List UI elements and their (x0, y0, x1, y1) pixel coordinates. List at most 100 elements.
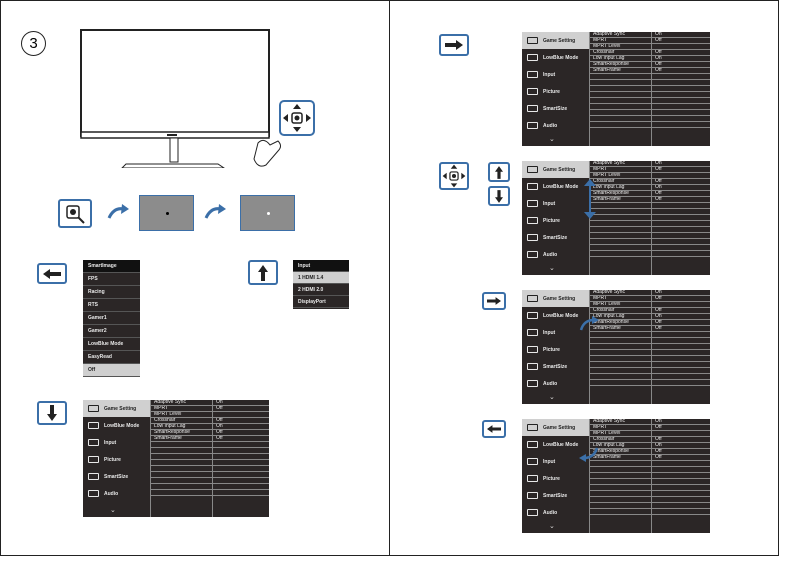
osd-menu-item[interactable]: Game Setting (83, 400, 150, 417)
osd-option[interactable]: MPRT Level (590, 173, 651, 179)
osd-option[interactable] (590, 203, 651, 209)
osd-option[interactable] (590, 509, 651, 515)
osd-option[interactable]: SmartResponse (590, 449, 651, 455)
osd-option[interactable]: SmartFrame (590, 197, 651, 203)
osd-option[interactable] (590, 74, 651, 80)
osd-option[interactable]: Adaptive Sync (590, 290, 651, 296)
menu-item-selected[interactable]: 1 HDMI 1.4 (293, 272, 349, 284)
osd-option[interactable]: MPRT Level (590, 431, 651, 437)
osd-option[interactable]: MPRT (151, 406, 212, 412)
osd-option[interactable]: Adaptive Sync (590, 419, 651, 425)
osd-menu-item[interactable]: LowBlue Mode (522, 178, 589, 195)
osd-option[interactable]: Low Input Lag (590, 443, 651, 449)
osd-option[interactable] (590, 239, 651, 245)
osd-option[interactable]: Low Input Lag (590, 314, 651, 320)
osd-menu-item[interactable]: Picture (522, 83, 589, 100)
osd-menu-item[interactable]: Input (522, 66, 589, 83)
osd-option[interactable] (590, 227, 651, 233)
osd-menu-item[interactable]: Input (522, 324, 589, 341)
osd-option[interactable]: SmartFrame (151, 436, 212, 442)
osd-option[interactable] (151, 484, 212, 490)
menu-item[interactable]: RTS (83, 299, 140, 312)
osd-menu-item[interactable]: SmartSize (522, 229, 589, 246)
menu-item[interactable]: EasyRead (83, 351, 140, 364)
osd-option[interactable] (590, 245, 651, 251)
osd-option[interactable] (590, 380, 651, 386)
osd-option[interactable]: SmartResponse (151, 430, 212, 436)
osd-option[interactable] (151, 460, 212, 466)
osd-option[interactable] (590, 485, 651, 491)
osd-option[interactable] (151, 472, 212, 478)
chevron-down-icon[interactable]: ⌄ (549, 136, 555, 143)
osd-option[interactable]: MPRT (590, 425, 651, 431)
osd-option[interactable]: SmartFrame (590, 326, 651, 332)
osd-option[interactable]: SmartResponse (590, 62, 651, 68)
osd-option[interactable]: MPRT Level (151, 412, 212, 418)
osd-option[interactable] (590, 233, 651, 239)
osd-option[interactable]: SmartResponse (590, 191, 651, 197)
osd-option[interactable] (151, 466, 212, 472)
osd-menu-item[interactable]: Game Setting (522, 32, 589, 49)
osd-menu-item[interactable]: Picture (83, 451, 150, 468)
menu-item[interactable]: Racing (83, 286, 140, 299)
osd-option[interactable] (590, 215, 651, 221)
osd-option[interactable] (590, 98, 651, 104)
osd-menu-item[interactable]: LowBlue Mode (522, 49, 589, 66)
osd-option[interactable] (151, 478, 212, 484)
menu-item[interactable]: DisplayPort (293, 296, 349, 308)
osd-menu-item[interactable]: LowBlue Mode (522, 436, 589, 453)
osd-menu-item[interactable]: LowBlue Mode (83, 417, 150, 434)
osd-menu-item[interactable]: Picture (522, 470, 589, 487)
osd-option[interactable] (590, 368, 651, 374)
osd-option[interactable]: MPRT (590, 38, 651, 44)
osd-menu-item[interactable]: Audio (83, 485, 150, 502)
osd-menu-item[interactable]: Game Setting (522, 290, 589, 307)
osd-option[interactable] (590, 344, 651, 350)
osd-option[interactable] (590, 221, 651, 227)
osd-menu-item[interactable]: Input (83, 434, 150, 451)
osd-option[interactable] (151, 490, 212, 496)
osd-option[interactable] (151, 442, 212, 448)
chevron-down-icon[interactable]: ⌄ (549, 265, 555, 272)
osd-option[interactable] (590, 503, 651, 509)
osd-option[interactable] (590, 86, 651, 92)
osd-menu-item[interactable]: SmartSize (522, 358, 589, 375)
menu-item[interactable]: Gamer1 (83, 312, 140, 325)
osd-option[interactable]: MPRT (590, 167, 651, 173)
osd-option[interactable] (590, 104, 651, 110)
osd-option[interactable] (590, 374, 651, 380)
osd-option[interactable]: Crosshair (590, 50, 651, 56)
osd-option[interactable] (590, 491, 651, 497)
osd-menu-item[interactable]: SmartSize (83, 468, 150, 485)
osd-menu-item[interactable]: LowBlue Mode (522, 307, 589, 324)
osd-menu-item[interactable]: Game Setting (522, 161, 589, 178)
osd-menu-item[interactable]: Input (522, 195, 589, 212)
osd-option[interactable] (590, 473, 651, 479)
osd-option[interactable]: Low Input Lag (590, 185, 651, 191)
osd-menu-item[interactable]: Audio (522, 375, 589, 392)
menu-item-selected[interactable]: Off (83, 364, 140, 377)
osd-menu-item[interactable]: Audio (522, 246, 589, 263)
osd-option[interactable] (590, 362, 651, 368)
osd-option[interactable] (590, 332, 651, 338)
osd-menu-item[interactable]: Input (522, 453, 589, 470)
osd-option[interactable]: Adaptive Sync (151, 400, 212, 406)
osd-option[interactable]: Adaptive Sync (590, 161, 651, 167)
menu-item[interactable]: LowBlue Mode (83, 338, 140, 351)
osd-option[interactable] (590, 350, 651, 356)
osd-option[interactable] (590, 122, 651, 128)
osd-option[interactable]: Crosshair (590, 437, 651, 443)
osd-option[interactable]: MPRT Level (590, 302, 651, 308)
osd-option[interactable]: Adaptive Sync (590, 32, 651, 38)
menu-item[interactable]: 2 HDMI 2.0 (293, 284, 349, 296)
osd-option[interactable] (151, 448, 212, 454)
osd-option[interactable]: SmartResponse (590, 320, 651, 326)
osd-option[interactable] (590, 116, 651, 122)
chevron-down-icon[interactable]: ⌄ (549, 523, 555, 530)
chevron-down-icon[interactable]: ⌄ (110, 507, 116, 514)
osd-option[interactable]: MPRT (590, 296, 651, 302)
osd-option[interactable] (590, 497, 651, 503)
menu-item[interactable]: FPS (83, 273, 140, 286)
osd-menu-item[interactable]: Game Setting (522, 419, 589, 436)
osd-option[interactable] (590, 251, 651, 257)
